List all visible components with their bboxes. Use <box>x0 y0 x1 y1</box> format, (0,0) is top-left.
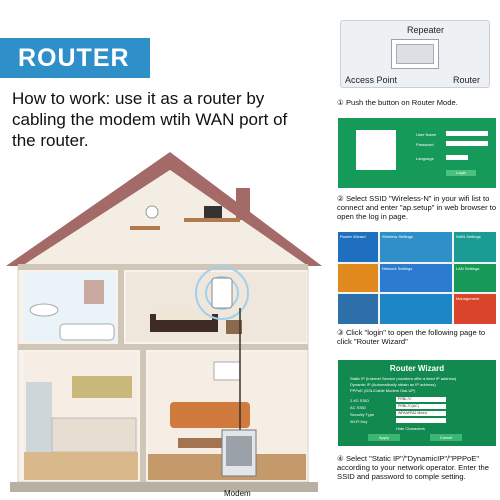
mode-switch-diagram: Repeater Access Point Router <box>340 20 490 88</box>
signal-ring-outer <box>195 266 249 320</box>
router-device <box>211 277 233 309</box>
tile-blank <box>338 294 378 324</box>
chimney <box>236 188 250 220</box>
step-4: ④ Select "Static IP"/"DynamicIP"/"PPPoE"… <box>337 454 497 481</box>
tile-network-settings[interactable]: Network Settings <box>380 264 452 292</box>
sofa <box>170 402 250 428</box>
password-label: Password <box>416 142 434 147</box>
step-2: ② Select SSID "Wireless-N" in your wifi … <box>337 194 497 221</box>
password-field[interactable] <box>446 141 488 146</box>
router-banner: ROUTER <box>0 38 150 78</box>
wizard-menu-screenshot: Router Wizard Wireless Settings WAN Sett… <box>338 232 496 324</box>
step-2-number: ② <box>337 194 344 203</box>
interior-wall-2 <box>140 350 146 482</box>
step-1-number: ① <box>337 98 344 107</box>
sink <box>29 303 59 317</box>
picture-frame <box>213 361 241 381</box>
user-name-field[interactable] <box>446 131 488 136</box>
field-security-type[interactable]: WPA/WPA2 Mixed <box>396 411 446 416</box>
router-wizard-screenshot: Router Wizard Static IP (Internet Servic… <box>338 360 496 446</box>
language-label: Language <box>416 156 434 161</box>
field-24g-ssid[interactable]: PRBL7C <box>396 397 446 402</box>
kitchen-counter <box>51 417 137 453</box>
tile-lan-settings[interactable]: LAN Settings <box>454 264 496 292</box>
option-pppoe[interactable]: PPPoE (DSL/Cable Modem Dial-UP) <box>350 388 416 393</box>
tile-wifi[interactable] <box>338 264 378 292</box>
bathtub <box>59 323 115 341</box>
language-select[interactable] <box>446 155 468 160</box>
step-2-text: Select SSID "Wireless-N" in your wifi li… <box>337 194 497 221</box>
towel-rack <box>84 280 104 304</box>
kitchen-cabinets <box>72 376 132 398</box>
switch-knob[interactable] <box>396 44 434 64</box>
login-button[interactable]: Login <box>446 170 476 176</box>
step-4-number: ④ <box>337 454 344 463</box>
field-label-24g-ssid: 2.4G SSID <box>350 398 370 403</box>
fridge <box>26 382 52 452</box>
user-avatar-icon <box>356 130 396 170</box>
option-dynamic-ip[interactable]: Dynamic IP (Automatically obtain an IP a… <box>350 382 436 387</box>
apply-button[interactable]: Apply <box>368 434 400 441</box>
tile-router-wizard[interactable]: Router Wizard <box>338 232 378 262</box>
interior-wall-1 <box>118 270 124 344</box>
step-3: ③ Click "login" to open the following pa… <box>337 328 497 346</box>
field-label-ac-ssid: AC SSID <box>350 405 367 410</box>
roof-inner <box>22 170 308 266</box>
hide-characters-checkbox[interactable]: Hide Characters <box>396 426 425 431</box>
cancel-button[interactable]: Cancel <box>430 434 462 441</box>
step-3-text: Click "login" to open the following page… <box>337 328 486 346</box>
tile-management[interactable]: Management <box>454 294 496 324</box>
signal-ring-inner <box>205 276 239 310</box>
modem-label: Modem <box>224 489 251 498</box>
switch-label-access-point: Access Point <box>345 75 398 85</box>
ground-floor <box>10 482 318 492</box>
switch-label-repeater: Repeater <box>407 25 445 35</box>
attic-floor <box>18 264 308 270</box>
bed-sheet <box>156 310 212 320</box>
step-3-number: ③ <box>337 328 344 337</box>
middle-floor <box>18 344 308 350</box>
setup-title: Router Wizard <box>389 364 445 373</box>
field-ac-ssid[interactable]: PRBL7C(AC) <box>396 404 446 409</box>
intro-text: How to work: use it as a router by cabli… <box>12 89 288 150</box>
field-label-security: Security Type <box>350 412 375 417</box>
tile-wan-settings[interactable]: WAN Settings <box>454 232 496 262</box>
tile-system[interactable] <box>380 294 452 324</box>
step-1: ① Push the button on Router Mode. <box>337 98 497 107</box>
step-1-text: Push the button on Router Mode. <box>345 98 458 107</box>
wifi-device <box>145 205 159 219</box>
field-label-wifi-key: Wi-Fi Key <box>350 419 368 424</box>
attic-desk <box>184 218 240 222</box>
kitchen-floor <box>24 452 138 480</box>
roof <box>6 152 322 266</box>
laptop-screen <box>204 206 222 218</box>
house-illustration: Modem <box>6 152 322 498</box>
switch-track[interactable] <box>391 39 439 69</box>
login-panel-screenshot: User Name Password Language Login <box>338 118 496 188</box>
nightstand <box>226 320 242 334</box>
option-static-ip[interactable]: Static IP (Internet Service providers of… <box>350 376 457 381</box>
tile-wireless-settings[interactable]: Wireless Settings <box>380 232 452 262</box>
step-4-text: Select "Static IP"/"DynamicIP"/"PPPoE" a… <box>337 454 489 481</box>
user-name-label: User Name <box>416 132 437 137</box>
attic-shelf <box>130 226 160 230</box>
modem-vent <box>226 436 252 466</box>
coffee-table <box>178 438 238 448</box>
switch-label-router: Router <box>453 75 481 85</box>
field-wifi-key[interactable] <box>396 418 446 423</box>
